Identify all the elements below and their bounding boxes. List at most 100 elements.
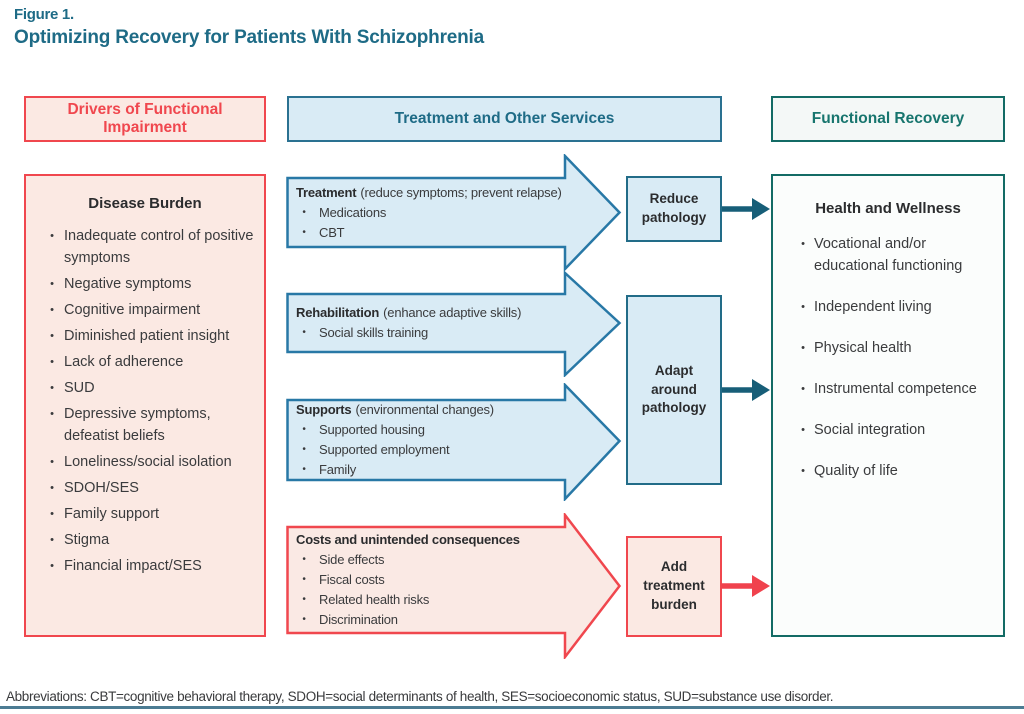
list-item: • Supported employment: [296, 440, 565, 460]
column-header-treatment-services-label: Treatment and Other Services: [394, 110, 615, 128]
list-item-text: SDOH/SES: [64, 480, 139, 496]
list-item: •Cognitive impairment: [40, 299, 256, 321]
list-item: •CBT: [296, 223, 565, 243]
outcome-box-reduce-pathology: Reduce pathology: [626, 176, 722, 242]
list-item: •Side effects: [296, 550, 565, 570]
bullet-icon: •: [50, 534, 54, 546]
list-item: • Instrumental competence: [792, 378, 997, 400]
list-item-text: Loneliness/social isolation: [64, 454, 232, 470]
bullet-icon: •: [801, 238, 805, 250]
list-item: • Family support: [40, 503, 256, 525]
list-item: • Financial impact/SES: [40, 555, 256, 577]
list-item-text: Depressive symptoms, defeatist beliefs: [64, 406, 211, 444]
list-item-text: Discrimination: [319, 612, 398, 627]
bullet-icon: •: [50, 330, 54, 342]
list-item-text: Family: [319, 462, 357, 477]
list-item-text: Fiscal costs: [319, 572, 385, 587]
bullet-icon: •: [50, 356, 54, 368]
list-item-text: Negative symptoms: [64, 276, 192, 292]
disease-burden-panel: Disease Burden •Inadequate control of po…: [24, 174, 266, 637]
list-item-text: Supported housing: [319, 422, 425, 437]
list-item: • Physical health: [792, 337, 997, 359]
list-item: •Inadequate control of positive symptoms: [40, 225, 256, 269]
list-item: • Lack of adherence: [40, 351, 256, 373]
connector-arrow-right-icon: [721, 575, 770, 597]
list-item-text: Inadequate control of positive symptoms: [64, 228, 254, 266]
service-arrow-rehabilitation-title: Rehabilitation(enhance adaptive skills): [296, 305, 522, 320]
abbreviations-footnote: Abbreviations: CBT=cognitive behavioral …: [6, 689, 834, 704]
block-arrow-right-icon: [286, 513, 622, 659]
bullet-icon: •: [302, 574, 306, 585]
bullet-icon: •: [302, 444, 306, 455]
bullet-icon: •: [50, 382, 54, 394]
bullet-icon: •: [302, 614, 306, 625]
list-item: •Independent living: [792, 296, 997, 318]
list-item: • Quality of life: [792, 460, 997, 482]
outcome-box-adapt-around-pathology: Adapt around pathology: [626, 295, 722, 485]
column-header-drivers: Drivers of Functional Impairment: [24, 96, 266, 142]
bullet-icon: •: [801, 465, 805, 477]
list-item-text: Vocational and/or educational functionin…: [814, 236, 963, 274]
service-arrow-costs-list: •Side effects • Fiscal costs • Related healt…: [296, 550, 565, 630]
service-arrow-supports-title: Supports(environmental changes): [296, 402, 494, 417]
outcome-box-add-treatment-burden-label: Add treatment burden: [643, 559, 705, 612]
bottom-rule: [0, 706, 1024, 709]
list-item: • Family: [296, 460, 565, 480]
service-arrow-rehabilitation: Rehabilitation(enhance adaptive skills) …: [286, 271, 622, 377]
bullet-icon: •: [50, 482, 54, 494]
list-item-text: Quality of life: [814, 463, 898, 479]
list-item-text: Stigma: [64, 532, 110, 548]
figure-title: Optimizing Recovery for Patients With Sc…: [14, 27, 484, 48]
list-item-text: Diminished patient insight: [64, 328, 230, 344]
service-arrow-treatment: Treatment(reduce symptoms; prevent relap…: [286, 154, 622, 271]
outcome-box-add-treatment-burden: Add treatment burden: [626, 536, 722, 637]
health-wellness-title: Health and Wellness: [815, 200, 961, 217]
disease-burden-title: Disease Burden: [88, 195, 202, 212]
connector-arrow-right-icon: [722, 198, 770, 220]
list-item: •Social skills training: [296, 323, 565, 343]
service-arrow-treatment-list: •Medications•CBT: [296, 203, 565, 243]
bullet-icon: •: [50, 560, 54, 572]
bullet-icon: •: [302, 226, 306, 238]
service-arrow-costs-title: Costs and unintended consequences: [296, 532, 520, 547]
outcome-box-reduce-pathology-label: Reduce pathology: [641, 191, 707, 225]
list-item-text: Physical health: [814, 340, 912, 356]
list-item-text: Independent living: [814, 299, 932, 315]
bullet-icon: •: [50, 456, 54, 468]
list-item-text: Family support: [64, 506, 160, 522]
list-item: •SUD: [40, 377, 256, 399]
connector-arrow-right-icon: [722, 379, 770, 401]
list-item-text: Medications: [319, 204, 387, 220]
outcome-box-adapt-around-pathology-label: Adapt around pathology: [641, 362, 707, 416]
list-item: • Vocational and/or educational functioni…: [792, 233, 997, 277]
health-wellness-panel: Health and Wellness • Vocational and/or e…: [771, 174, 1005, 637]
bullet-icon: •: [50, 508, 54, 520]
list-item: • Discrimination: [296, 610, 565, 630]
disease-burden-list: •Inadequate control of positive symptoms…: [26, 225, 264, 577]
service-arrow-supports: Supports(environmental changes) •Support…: [286, 383, 622, 501]
list-item: • SDOH/SES: [40, 477, 256, 499]
list-item: • Negative symptoms: [40, 273, 256, 295]
list-item-text: Lack of adherence: [64, 354, 184, 370]
bullet-icon: •: [801, 342, 805, 354]
block-arrow-right-icon: [286, 383, 622, 501]
column-header-functional-recovery: Functional Recovery: [771, 96, 1005, 142]
list-item-text: Financial impact/SES: [64, 558, 202, 574]
service-arrow-supports-list: •Supported housing•Supported employment•…: [296, 420, 565, 480]
column-header-treatment-services: Treatment and Other Services: [287, 96, 722, 142]
list-item-text: Instrumental competence: [814, 381, 977, 397]
list-item: •Supported housing: [296, 420, 565, 440]
list-item-text: Social skills training: [319, 325, 429, 340]
list-item: •Medications: [296, 203, 565, 223]
bullet-icon: •: [50, 408, 54, 420]
list-item: •Social integration: [792, 419, 997, 441]
service-arrow-costs: Costs and unintended consequences •Side …: [286, 513, 622, 659]
figure-label: Figure 1.: [14, 6, 74, 23]
bullet-icon: •: [302, 464, 306, 475]
list-item-text: Supported employment: [319, 442, 450, 457]
health-wellness-list: • Vocational and/or educational functioni…: [773, 233, 1003, 482]
bullet-icon: •: [50, 278, 54, 290]
list-item-text: Related health risks: [319, 592, 430, 607]
bullet-icon: •: [801, 383, 805, 395]
